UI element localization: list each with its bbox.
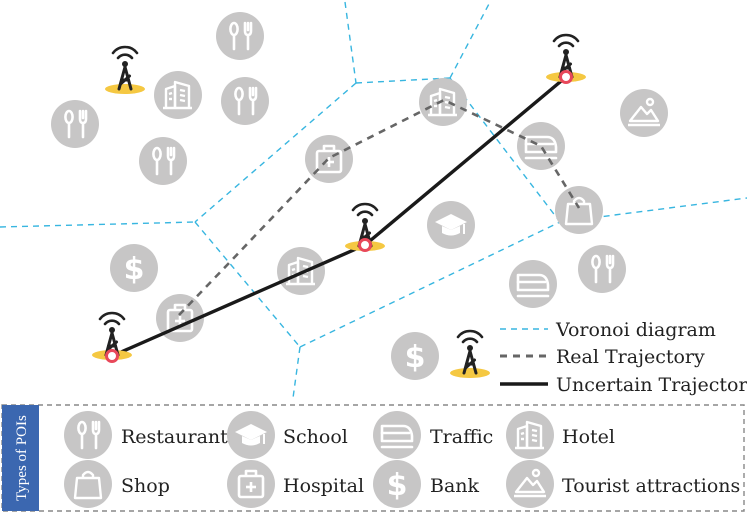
restaurant-icon bbox=[51, 100, 99, 148]
traffic-icon bbox=[373, 411, 421, 459]
tourist-attractions-icon bbox=[506, 460, 554, 508]
voronoi-edge bbox=[355, 77, 451, 84]
bank-icon bbox=[110, 244, 158, 292]
traffic-icon bbox=[509, 260, 557, 308]
legend-uncertain-label: Uncertain Trajectory bbox=[556, 374, 747, 396]
voronoi-edge bbox=[194, 82, 357, 223]
restaurant-icon bbox=[221, 77, 269, 125]
voronoi-edge bbox=[344, 1, 357, 84]
shop-icon bbox=[64, 460, 112, 508]
school-icon bbox=[427, 201, 475, 249]
restaurant-icon bbox=[139, 137, 187, 185]
poi-label-bank: Bank bbox=[430, 475, 480, 497]
poi-label-school: School bbox=[283, 426, 348, 448]
poi-label-shop: Shop bbox=[121, 475, 170, 497]
school-icon bbox=[227, 411, 275, 459]
poi-panel-title-bar bbox=[2, 405, 39, 511]
legend-voronoi-label: Voronoi diagram bbox=[555, 319, 716, 341]
traffic-icon bbox=[517, 122, 565, 170]
poi-types-panel: Types of POIs Restaurant School Traffic … bbox=[1, 404, 745, 512]
location-marker bbox=[358, 238, 372, 252]
hospital-icon bbox=[305, 135, 353, 183]
voronoi-edge bbox=[299, 221, 561, 348]
poi-panel-title: Types of POIs bbox=[14, 415, 30, 501]
voronoi-edge bbox=[0, 221, 196, 228]
poi-label-hotel: Hotel bbox=[562, 426, 615, 448]
voronoi-edge bbox=[449, 77, 561, 223]
bank-icon bbox=[391, 332, 439, 380]
hospital-icon bbox=[227, 460, 275, 508]
poi-label-traffic: Traffic bbox=[430, 426, 493, 448]
cell-tower-icon bbox=[103, 45, 147, 96]
legend-real-label: Real Trajectory bbox=[556, 346, 705, 368]
voronoi-edge bbox=[559, 197, 747, 223]
voronoi-edge bbox=[292, 346, 301, 399]
poi-label-hospital: Hospital bbox=[283, 475, 364, 497]
hotel-icon bbox=[419, 78, 467, 126]
hotel-icon bbox=[506, 411, 554, 459]
hotel-icon bbox=[277, 247, 325, 295]
voronoi-boundaries bbox=[0, 1, 747, 399]
restaurant-icon bbox=[216, 12, 264, 60]
trajectory-legend: Voronoi diagram Real Trajectory Uncertai… bbox=[448, 319, 747, 396]
poi-label-tourist-attractions: Tourist attractions bbox=[562, 475, 740, 497]
restaurant-icon bbox=[578, 245, 626, 293]
voronoi-edge bbox=[449, 1, 491, 79]
poi-label-restaurant: Restaurant bbox=[121, 426, 228, 448]
location-marker bbox=[105, 349, 119, 363]
hotel-icon bbox=[154, 71, 202, 119]
cell-tower-icon bbox=[448, 329, 492, 380]
shop-icon bbox=[555, 186, 603, 234]
voronoi-edge bbox=[194, 221, 301, 348]
bank-icon bbox=[373, 460, 421, 508]
restaurant-icon bbox=[64, 411, 112, 459]
location-marker bbox=[559, 70, 573, 84]
tourist-attractions-icon bbox=[620, 89, 668, 137]
